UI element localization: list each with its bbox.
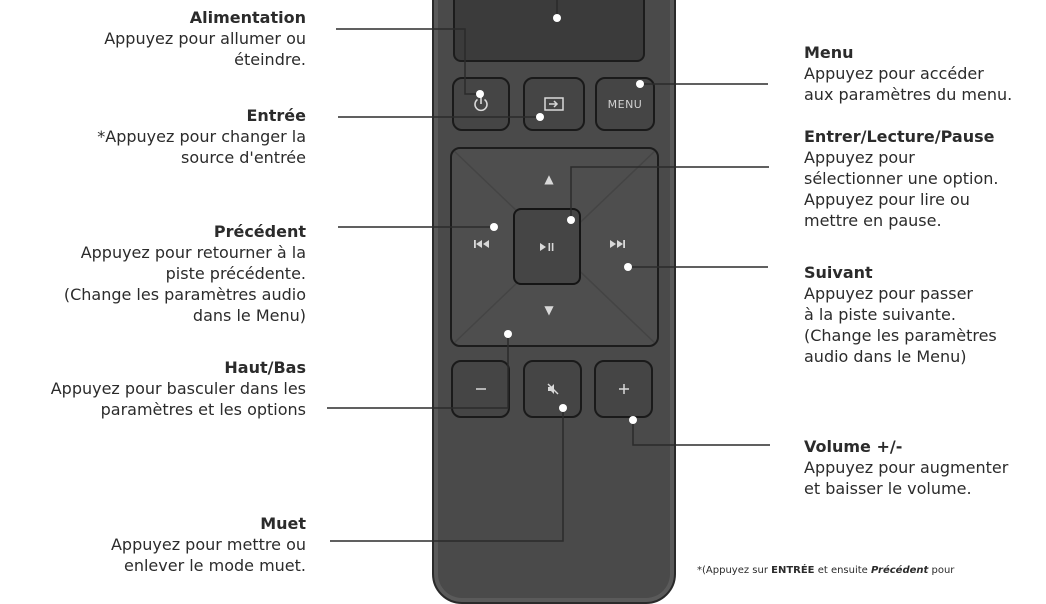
- input-icon: [543, 96, 565, 112]
- callout-volume: Volume +/- Appuyez pour augmenter et bai…: [804, 436, 1008, 499]
- mute-icon: [545, 381, 561, 397]
- callout-input: Entrée *Appuyez pour changer la source d…: [97, 105, 306, 168]
- callout-mute-desc: Appuyez pour mettre ou enlever le mode m…: [111, 534, 306, 576]
- callout-volume-desc: Appuyez pour augmenter et baisser le vol…: [804, 457, 1008, 499]
- callout-power: Alimentation Appuyez pour allumer ou éte…: [104, 7, 306, 70]
- footnote-prefix: *(Appuyez sur: [697, 565, 771, 576]
- callout-next-desc: Appuyez pour passer à la piste suivante.…: [804, 283, 997, 367]
- callout-enter-desc: Appuyez pour sélectionner une option. Ap…: [804, 147, 998, 231]
- down-button[interactable]: ▼: [537, 300, 561, 320]
- callout-menu: Menu Appuyez pour accéder aux paramètres…: [804, 42, 1012, 105]
- footnote-bold-precedent: Précédent: [871, 565, 928, 576]
- menu-button-label: MENU: [608, 98, 643, 111]
- callout-input-title: Entrée: [97, 105, 306, 126]
- callout-updown-title: Haut/Bas: [51, 357, 306, 378]
- remote-display-window: [453, 0, 645, 62]
- footnote-suffix: pour: [928, 565, 954, 576]
- callout-enter-title: Entrer/Lecture/Pause: [804, 126, 998, 147]
- plus-icon: [617, 382, 631, 396]
- callout-previous-title: Précédent: [64, 221, 306, 242]
- callout-previous: Précédent Appuyez pour retourner à la pi…: [64, 221, 306, 326]
- callout-mute: Muet Appuyez pour mettre ou enlever le m…: [111, 513, 306, 576]
- callout-mute-title: Muet: [111, 513, 306, 534]
- up-button[interactable]: ▲: [537, 169, 561, 189]
- callout-previous-desc: Appuyez pour retourner à la piste précéd…: [64, 242, 306, 326]
- callout-menu-desc: Appuyez pour accéder aux paramètres du m…: [804, 63, 1012, 105]
- callout-power-desc: Appuyez pour allumer ou éteindre.: [104, 28, 306, 70]
- callout-input-desc: *Appuyez pour changer la source d'entrée: [97, 126, 306, 168]
- power-icon: [471, 94, 491, 114]
- previous-button[interactable]: [470, 235, 494, 255]
- previous-track-icon: [473, 239, 491, 251]
- input-button[interactable]: [523, 77, 585, 131]
- volume-up-button[interactable]: [594, 360, 653, 418]
- footnote: *(Appuyez sur ENTRÉE et ensuite Précéden…: [697, 565, 954, 576]
- footnote-bold-entree: ENTRÉE: [771, 565, 814, 576]
- callout-next-title: Suivant: [804, 262, 997, 283]
- callout-next: Suivant Appuyez pour passer à la piste s…: [804, 262, 997, 367]
- footnote-middle: et ensuite: [815, 565, 872, 576]
- callout-updown-desc: Appuyez pour basculer dans les paramètre…: [51, 378, 306, 420]
- callout-power-title: Alimentation: [104, 7, 306, 28]
- next-track-icon: [608, 239, 626, 251]
- callout-updown: Haut/Bas Appuyez pour basculer dans les …: [51, 357, 306, 420]
- callout-enter: Entrer/Lecture/Pause Appuyez pour sélect…: [804, 126, 998, 231]
- remote-diagram: MENU ▲ ▼: [0, 0, 1046, 580]
- menu-button[interactable]: MENU: [595, 77, 655, 131]
- power-button[interactable]: [452, 77, 510, 131]
- callout-menu-title: Menu: [804, 42, 1012, 63]
- callout-volume-title: Volume +/-: [804, 436, 1008, 457]
- next-button[interactable]: [605, 235, 629, 255]
- volume-down-button[interactable]: [451, 360, 510, 418]
- arrow-up-icon: ▲: [544, 173, 553, 185]
- enter-play-pause-button[interactable]: [513, 208, 581, 285]
- minus-icon: [474, 382, 488, 396]
- mute-button[interactable]: [523, 360, 582, 418]
- play-pause-icon: [539, 237, 555, 256]
- arrow-down-icon: ▼: [544, 304, 553, 316]
